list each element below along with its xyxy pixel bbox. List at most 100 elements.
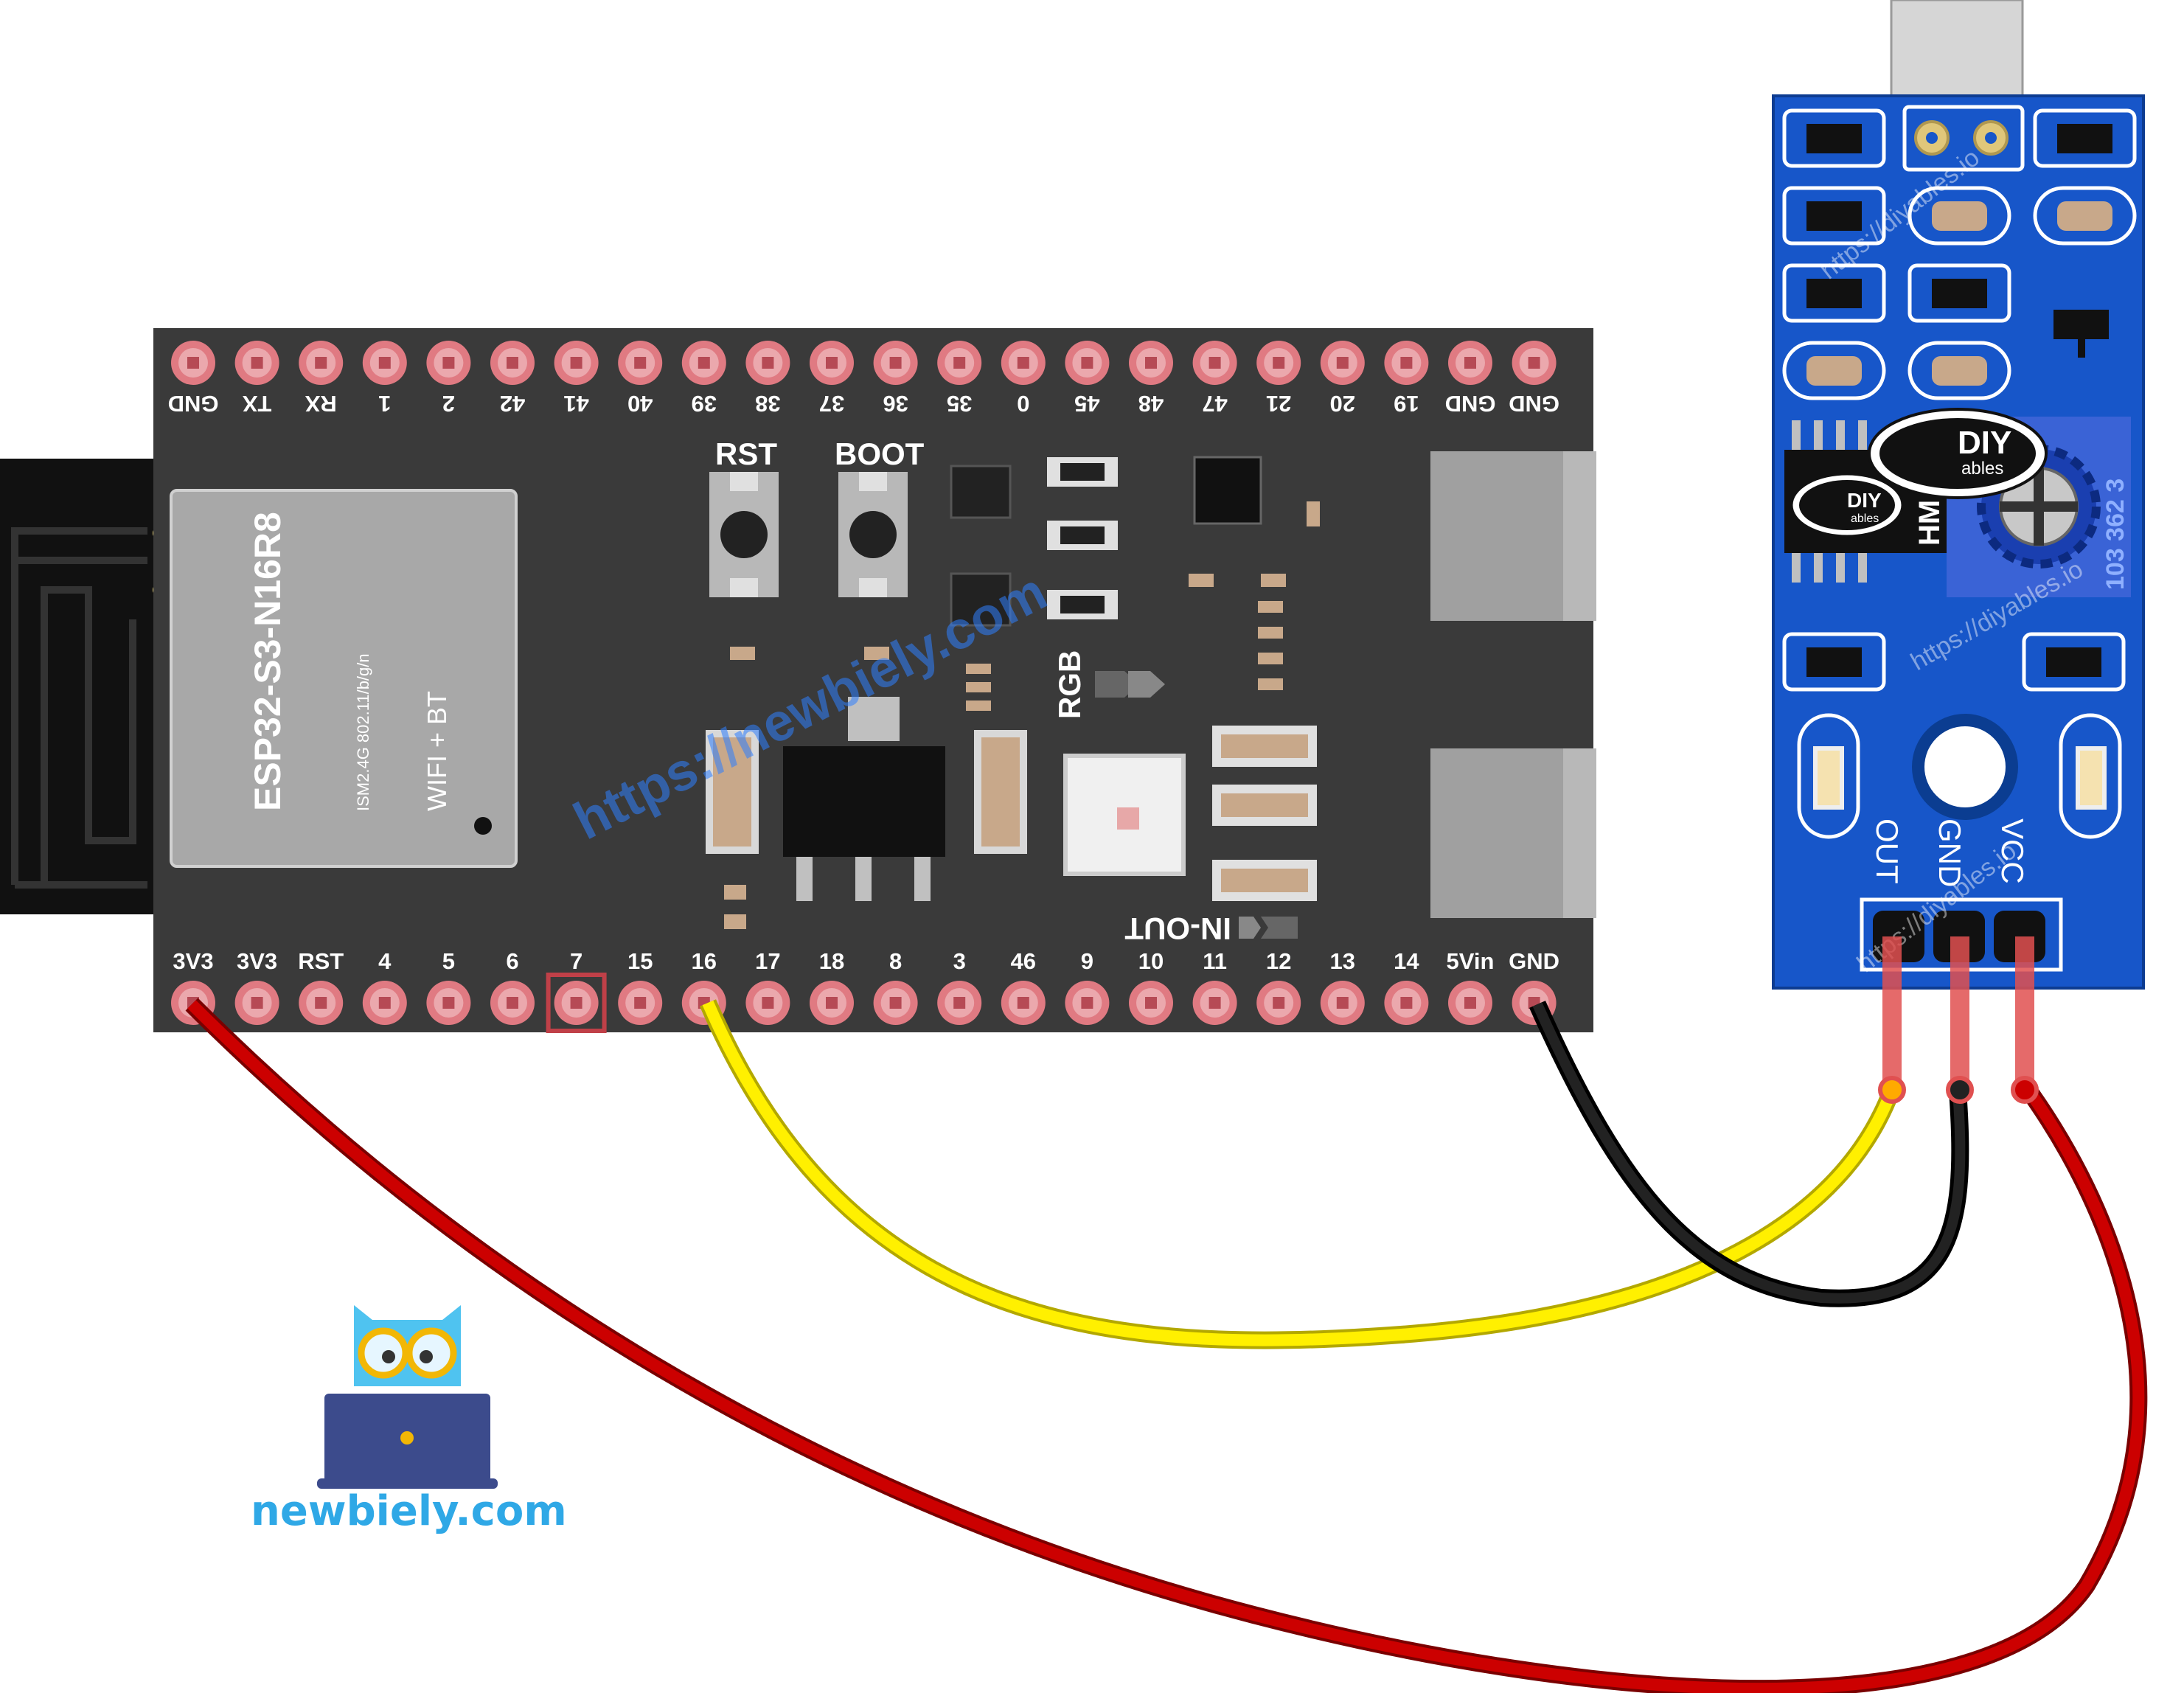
bottom-pin-3v3[interactable] xyxy=(234,981,279,1025)
diyables-logo-large: DIY ables xyxy=(1868,408,2048,499)
top-pin-label: 37 xyxy=(819,391,844,417)
top-pin-label: 40 xyxy=(627,391,653,417)
top-pin-gnd[interactable] xyxy=(171,341,215,385)
bottom-pin-label: 3 xyxy=(953,948,966,974)
top-pin-label: 42 xyxy=(500,391,525,417)
top-pin-42[interactable] xyxy=(490,341,535,385)
power-led xyxy=(1813,746,1844,810)
top-pin-45[interactable] xyxy=(1065,341,1110,385)
bottom-pin-label: 46 xyxy=(1011,948,1036,974)
bottom-pin-4[interactable] xyxy=(362,981,407,1025)
rst-label: RST xyxy=(715,437,777,471)
bottom-pin-rst[interactable] xyxy=(299,981,344,1025)
wire-out-yellow xyxy=(699,999,1900,1349)
svg-text:DIY: DIY xyxy=(1847,489,1882,512)
newbiely-logo: newbiely.com xyxy=(251,1305,567,1535)
bottom-pin-8[interactable] xyxy=(873,981,918,1025)
bottom-pin-label: 6 xyxy=(506,948,518,974)
top-pin-tx[interactable] xyxy=(234,341,279,385)
top-pin-label: TX xyxy=(242,391,271,417)
signal-led xyxy=(2076,746,2107,810)
bottom-pin-7[interactable] xyxy=(554,981,599,1025)
chip-text: HM xyxy=(1913,500,1946,546)
top-pin-label: 41 xyxy=(563,391,588,417)
top-pin-label: RX xyxy=(305,391,336,417)
bottom-pin-label: GND xyxy=(1509,948,1559,974)
bottom-pin-5vin[interactable] xyxy=(1448,981,1492,1025)
top-pin-40[interactable] xyxy=(618,341,663,385)
module-spec: ISM2.4G 802.11/b/g/n xyxy=(354,653,372,811)
top-pin-0[interactable] xyxy=(1001,341,1046,385)
bottom-pin-10[interactable] xyxy=(1129,981,1173,1025)
top-pin-rx[interactable] xyxy=(299,341,344,385)
boot-button[interactable] xyxy=(838,472,908,597)
top-pin-label: 48 xyxy=(1138,391,1164,417)
top-pin-1[interactable] xyxy=(362,341,407,385)
svg-text:ables: ables xyxy=(1961,459,2003,479)
bottom-pin-6[interactable] xyxy=(490,981,535,1025)
top-pin-label: GND xyxy=(1509,391,1559,417)
esp32-module xyxy=(170,489,518,868)
bottom-pin-label: 3V3 xyxy=(237,948,277,974)
top-pin-35[interactable] xyxy=(937,341,982,385)
bottom-pin-12[interactable] xyxy=(1256,981,1301,1025)
top-pin-label: 47 xyxy=(1202,391,1227,417)
top-pin-39[interactable] xyxy=(681,341,726,385)
top-pin-48[interactable] xyxy=(1129,341,1173,385)
bottom-pin-label: 17 xyxy=(755,948,780,974)
bottom-pin-label: 9 xyxy=(1081,948,1093,974)
bottom-pin-gnd[interactable] xyxy=(1512,981,1557,1025)
top-pin-gnd[interactable] xyxy=(1512,341,1557,385)
bottom-pin-label: 18 xyxy=(819,948,844,974)
top-pin-2[interactable] xyxy=(426,341,471,385)
bottom-pin-3[interactable] xyxy=(937,981,982,1025)
bottom-pin-14[interactable] xyxy=(1384,981,1429,1025)
wires xyxy=(185,936,2148,1693)
boot-label: BOOT xyxy=(835,437,925,471)
brand-name: newbiely.com xyxy=(251,1487,567,1535)
svg-text:ables: ables xyxy=(1851,512,1879,525)
bottom-pin-5[interactable] xyxy=(426,981,471,1025)
bottom-pin-9[interactable] xyxy=(1065,981,1110,1025)
top-pin-47[interactable] xyxy=(1192,341,1237,385)
top-pin-label: 20 xyxy=(1330,391,1355,417)
bottom-pin-label: 10 xyxy=(1138,948,1164,974)
top-pin-20[interactable] xyxy=(1320,341,1365,385)
top-pin-38[interactable] xyxy=(745,341,790,385)
bottom-pin-label: RST xyxy=(298,948,344,974)
bottom-pin-17[interactable] xyxy=(745,981,790,1025)
bottom-pin-label: 4 xyxy=(378,948,392,974)
top-pin-37[interactable] xyxy=(810,341,854,385)
pin-label-vcc: VCC xyxy=(1995,818,2030,884)
bottom-pin-label: 15 xyxy=(627,948,653,974)
pin-label-gnd: GND xyxy=(1933,818,1967,887)
bottom-pin-label: 13 xyxy=(1330,948,1355,974)
top-pin-gnd[interactable] xyxy=(1448,341,1492,385)
bottom-pin-label: 8 xyxy=(889,948,902,974)
bottom-pin-label: 11 xyxy=(1203,948,1227,974)
bottom-pin-18[interactable] xyxy=(810,981,854,1025)
pot-text: 103 362 3 xyxy=(2101,479,2129,590)
rgb-label: RGB xyxy=(1052,650,1087,719)
top-pin-label: 1 xyxy=(378,391,391,417)
top-pin-21[interactable] xyxy=(1256,341,1301,385)
inout-label: IN-OUT xyxy=(1124,911,1231,946)
microphone xyxy=(1890,0,2024,97)
esp32-board: ESP32-S3-N16R8 ISM2.4G 802.11/b/g/n WIFI… xyxy=(153,328,1596,1033)
pin-7-highlight xyxy=(546,973,607,1033)
top-pin-41[interactable] xyxy=(554,341,599,385)
bottom-pin-15[interactable] xyxy=(618,981,663,1025)
top-pin-36[interactable] xyxy=(873,341,918,385)
rst-button[interactable] xyxy=(709,472,779,597)
bottom-pin-13[interactable] xyxy=(1320,981,1365,1025)
bottom-pin-46[interactable] xyxy=(1001,981,1046,1025)
top-pin-19[interactable] xyxy=(1384,341,1429,385)
top-pin-label: 45 xyxy=(1074,391,1099,417)
top-pin-label: 2 xyxy=(442,391,455,417)
bottom-pin-label: 16 xyxy=(692,948,717,974)
top-pin-label: GND xyxy=(1445,391,1496,417)
bottom-pin-11[interactable] xyxy=(1192,981,1237,1025)
top-pin-label: 0 xyxy=(1017,391,1029,417)
